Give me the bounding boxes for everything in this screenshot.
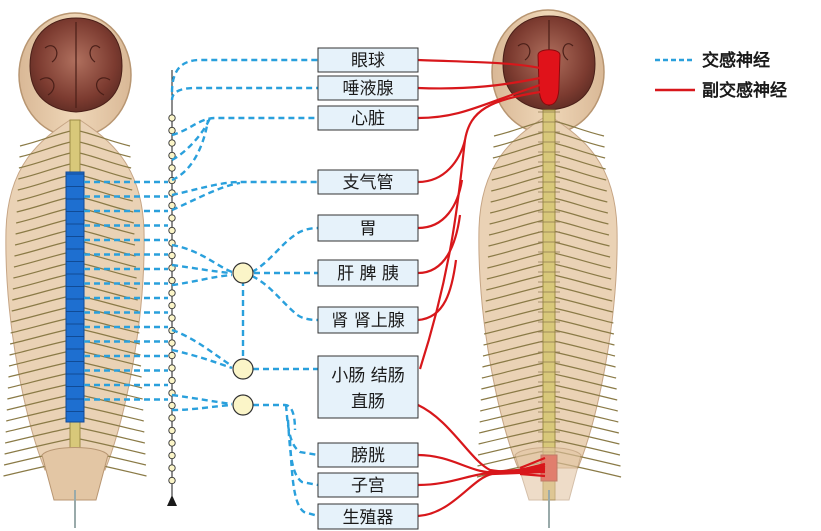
sympathetic-genitals-path — [290, 440, 318, 516]
chain-ganglion — [169, 415, 175, 421]
organ-label-salivary: 唾液腺 — [343, 79, 394, 99]
organ-box-genitals: 生殖器 — [318, 504, 418, 529]
legend-sympathetic-label: 交感神经 — [702, 50, 770, 71]
sympathetic-celiac-inputs — [172, 245, 232, 285]
sympathetic-inferior-inputs — [172, 395, 232, 410]
chain-ganglion — [169, 165, 175, 171]
organ-label-intestine-line2: 直肠 — [351, 392, 385, 412]
superior-mesenteric-ganglion — [233, 359, 253, 379]
organ-box-uterus: 子宫 — [318, 473, 418, 497]
sympathetic-chain-arrow — [167, 495, 177, 506]
sympathetic-heart-path — [172, 118, 318, 180]
chain-ganglion — [169, 227, 175, 233]
chain-ganglion — [169, 115, 175, 121]
chain-ganglion — [169, 290, 175, 296]
chain-ganglion — [169, 402, 175, 408]
organ-label-genitals: 生殖器 — [343, 508, 394, 528]
organ-box-stomach: 胃 — [318, 215, 418, 241]
sympathetic-mesenteric-inputs — [172, 280, 243, 368]
organ-label-kidney: 肾 肾上腺 — [331, 311, 404, 331]
right-brainstem-highlight — [538, 50, 560, 105]
organ-label-liver: 肝 脾 胰 — [337, 264, 399, 284]
chain-ganglion — [169, 127, 175, 133]
celiac-ganglion — [233, 263, 253, 283]
chain-ganglion — [169, 477, 175, 483]
inferior-mesenteric-ganglion — [233, 395, 253, 415]
organ-label-bladder: 膀胱 — [351, 446, 385, 466]
parasympathetic-bronchi-path — [418, 140, 465, 182]
organ-label-intestine-line1: 小肠 结肠 — [331, 366, 404, 386]
chain-ganglion — [169, 315, 175, 321]
legend-parasympathetic-label: 副交感神经 — [702, 80, 787, 101]
sympathetic-chain — [167, 70, 177, 506]
right-spinal-cord — [543, 110, 555, 500]
organ-label-bronchi: 支气管 — [343, 173, 394, 193]
left-spine-figure — [4, 13, 147, 528]
organ-box-bronchi: 支气管 — [318, 170, 418, 194]
chain-ganglion — [169, 440, 175, 446]
chain-ganglion — [169, 340, 175, 346]
sympathetic-bronchi-path — [172, 182, 318, 210]
organ-box-bladder: 膀胱 — [318, 443, 418, 467]
sympathetic-salivary-path — [172, 88, 318, 100]
organ-box-intestine: 小肠 结肠 直肠 — [318, 356, 418, 418]
chain-ganglion — [169, 365, 175, 371]
chain-ganglion — [169, 465, 175, 471]
organ-label-eye: 眼球 — [351, 51, 385, 71]
sympathetic-stomach-path — [252, 228, 318, 272]
organ-box-heart: 心脏 — [318, 106, 418, 130]
right-spine-figure — [477, 10, 621, 528]
organ-box-eye: 眼球 — [318, 48, 418, 72]
organ-labels: 眼球 唾液腺 心脏 支气管 胃 肝 脾 胰 肾 肾上腺 小肠 结肠 — [318, 48, 418, 529]
chain-ganglion — [169, 277, 175, 283]
organ-label-uterus: 子宫 — [351, 476, 385, 496]
chain-ganglion — [169, 140, 175, 146]
chain-ganglion — [169, 302, 175, 308]
parasympathetic-kidney-path — [418, 260, 456, 320]
organ-box-salivary: 唾液腺 — [318, 76, 418, 100]
chain-ganglion — [169, 452, 175, 458]
organ-label-stomach: 胃 — [360, 219, 377, 239]
sympathetic-bladder-path — [286, 405, 318, 455]
organ-label-heart: 心脏 — [351, 109, 385, 129]
chain-ganglion — [169, 427, 175, 433]
sympathetic-kidney-path — [252, 276, 318, 320]
chain-ganglion — [169, 252, 175, 258]
chain-ganglion — [169, 352, 175, 358]
chain-ganglion — [169, 377, 175, 383]
chain-ganglion — [169, 215, 175, 221]
organ-box-liver: 肝 脾 胰 — [318, 260, 418, 286]
legend: 交感神经 副交感神经 — [655, 50, 787, 101]
sympathetic-eye-path — [172, 60, 318, 92]
left-sympathetic-spine-segment — [66, 172, 84, 422]
organ-box-kidney: 肾 肾上腺 — [318, 307, 418, 333]
